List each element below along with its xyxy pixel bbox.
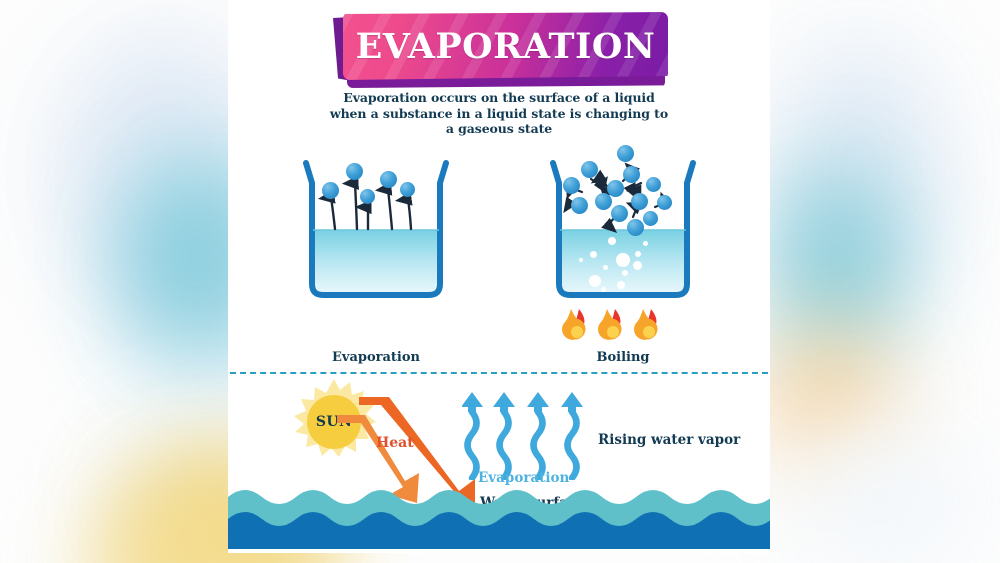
bubble <box>633 261 642 270</box>
molecule <box>380 171 397 188</box>
molecule <box>611 205 628 222</box>
bubble <box>601 287 606 292</box>
evaporation-process-label: Evaporation <box>478 470 570 486</box>
bubble <box>635 251 641 257</box>
heat-label: Heat <box>376 435 414 451</box>
bubble <box>622 270 628 276</box>
boiling-diagram: Boiling <box>523 145 723 365</box>
molecule <box>595 193 612 210</box>
bubble <box>643 241 648 246</box>
molecule <box>563 177 580 194</box>
bubble <box>608 237 616 245</box>
bubble <box>589 275 601 287</box>
molecule <box>581 161 598 178</box>
evaporation-diagram: Evaporation <box>276 155 476 365</box>
molecule <box>346 163 363 180</box>
section-divider <box>230 372 768 374</box>
molecule <box>360 189 375 204</box>
evaporation-diagram-label: Evaporation <box>332 350 420 365</box>
molecule <box>322 182 339 199</box>
subtitle-line-2: when a substance in a liquid state is ch… <box>329 105 669 121</box>
molecule <box>646 177 661 192</box>
subtitle: Evaporation occurs on the surface of a l… <box>228 90 770 137</box>
bubble <box>590 251 597 258</box>
vapor-arrows-icon <box>461 392 592 482</box>
molecule <box>607 180 624 197</box>
flame-row <box>543 307 703 341</box>
boiling-diagram-label: Boiling <box>596 350 650 365</box>
rising-water-vapor-label: Rising water vapor <box>598 432 741 448</box>
beaker-boiling-icon <box>543 145 703 340</box>
page-title: EVAPORATION <box>355 25 656 67</box>
subtitle-line-3: a gaseous state <box>445 121 553 136</box>
molecule <box>617 145 634 162</box>
banner-stripes <box>343 12 668 80</box>
molecule <box>400 182 415 197</box>
molecule <box>643 211 658 226</box>
bubble <box>616 253 630 267</box>
title-banner: EVAPORATION <box>333 12 668 88</box>
ocean-waves <box>228 483 770 549</box>
beaker-evaporation-icon <box>296 155 456 305</box>
molecule <box>623 166 640 183</box>
molecule <box>627 219 644 236</box>
molecule <box>657 195 672 210</box>
molecule <box>571 197 588 214</box>
infographic-panel: EVAPORATION Evaporation occurs on the su… <box>228 0 770 553</box>
bubble <box>579 258 583 262</box>
bubble <box>603 265 608 270</box>
banner-body: EVAPORATION <box>343 12 668 80</box>
bubble <box>617 281 625 289</box>
molecule <box>631 193 648 210</box>
background-blob <box>790 420 980 563</box>
subtitle-line-1: Evaporation occurs on the surface of a l… <box>343 90 655 105</box>
